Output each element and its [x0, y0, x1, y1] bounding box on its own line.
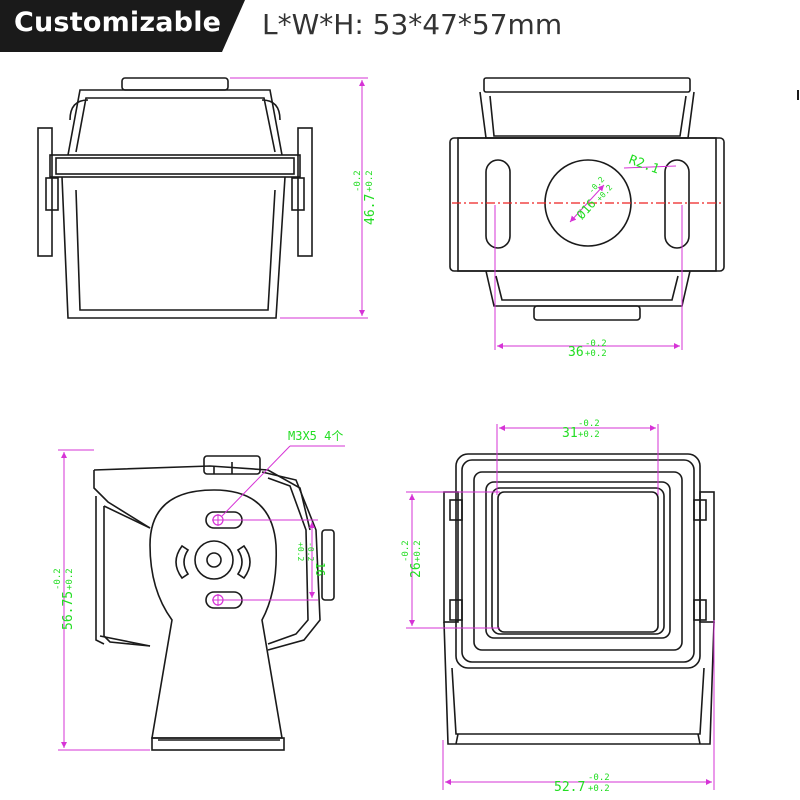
screw-label: M3X5 4个	[288, 429, 343, 443]
dimensions-label: L*W*H: 53*47*57mm	[262, 8, 563, 41]
window-width-tol-lower: +0.2	[578, 430, 600, 440]
back-width-value: 36	[568, 345, 584, 360]
window-height-value: 26	[409, 562, 424, 578]
back-width-tol-upper: -0.2	[585, 339, 607, 349]
front-view-dims: 31 -0.2 +0.2 26 -0.2 +0.2 52.7 -0.2 +0.2	[401, 419, 715, 795]
bracket-view-dims: 56.75 -0.2 +0.2 M3X5 4个 16 -0.2 +0.2	[53, 429, 345, 751]
front-view	[443, 453, 715, 745]
customizable-badge	[0, 0, 245, 52]
window-width-tol-upper: -0.2	[578, 419, 600, 429]
badge-label: Customizable	[14, 7, 222, 38]
overall-width-tol-upper: -0.2	[588, 773, 610, 783]
window-width-value: 31	[562, 426, 578, 441]
side-view-height-dim: 46.7 -0.2 +0.2	[230, 77, 378, 319]
back-width-tol-lower: +0.2	[585, 349, 607, 359]
hole-spacing-value: 16	[313, 562, 327, 576]
diameter-value: Ø16	[574, 197, 599, 222]
window-height-tol-lower: +0.2	[413, 540, 423, 562]
overall-width-tol-lower: +0.2	[588, 784, 610, 794]
hole-spacing-tol-upper: -0.2	[306, 542, 315, 561]
back-view	[449, 77, 725, 321]
bracket-height-tol-lower: +0.2	[65, 568, 75, 590]
bracket-height-value: 56.75	[61, 591, 76, 630]
back-view-dims: R2.1 Ø16 -0.2 +0.2 36 -0.2 +0.2	[452, 153, 724, 360]
side-height-tol-upper: -0.2	[353, 170, 363, 192]
bracket-height-tol-upper: -0.2	[53, 568, 63, 590]
hole-spacing-tol-lower: +0.2	[296, 542, 305, 561]
side-height-value: 46.7	[363, 194, 378, 225]
radius-label: R2.1	[627, 153, 662, 178]
side-height-tol-lower: +0.2	[365, 170, 375, 192]
window-height-tol-upper: -0.2	[401, 540, 411, 562]
bracket-view	[93, 455, 335, 751]
side-view	[37, 77, 313, 319]
overall-width-value: 52.7	[554, 780, 585, 795]
